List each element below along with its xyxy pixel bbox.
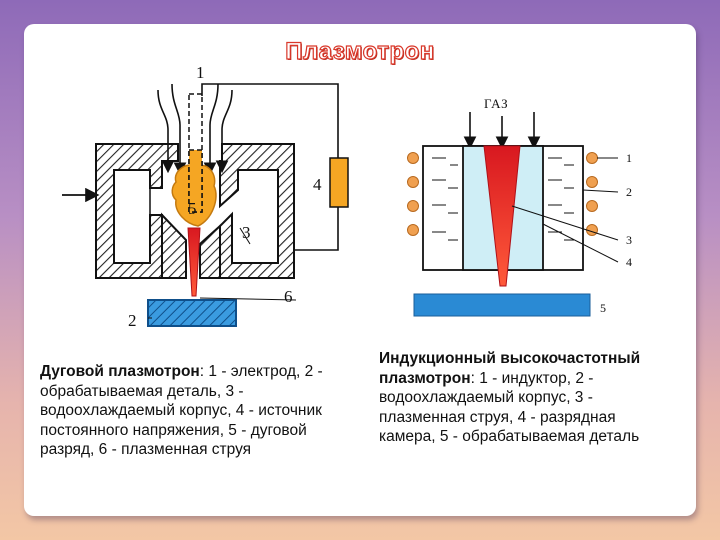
arc-workpiece xyxy=(147,299,237,327)
induction-gas-arrows xyxy=(463,112,541,150)
induction-label-5: 5 xyxy=(600,301,606,315)
arc-gas-flow-arrows xyxy=(157,83,233,176)
arc-power-circuit xyxy=(201,83,339,251)
arc-label-2: 2 xyxy=(128,311,137,330)
induction-plasmatron-diagram: ГАЗ xyxy=(407,96,632,317)
induction-label-1: 1 xyxy=(626,151,632,165)
arc-label-1: 1 xyxy=(196,63,205,82)
arc-nozzle-left xyxy=(161,212,187,279)
arc-nozzle-right xyxy=(199,223,221,279)
arc-plasmatron-caption: Дуговой плазмотрон: 1 - электрод, 2 - об… xyxy=(40,362,360,460)
induction-plasmatron-caption: Индукционный высокочастотный плазмотрон:… xyxy=(379,349,659,447)
arc-label-3: 3 xyxy=(242,223,251,242)
induction-coil xyxy=(407,152,598,236)
induction-caption-title: Индукционный высокочастотный плазмотрон xyxy=(379,350,641,387)
arc-power-source xyxy=(329,157,349,208)
arc-plasmatron-diagram: 1 2 3 4 5 6 xyxy=(62,63,349,330)
induction-plasma-jet xyxy=(483,145,521,287)
arc-label-5: 5 xyxy=(188,199,197,218)
induction-caption-body: : 1 - индуктор, 2 - водоохлаждаемый корп… xyxy=(379,369,640,446)
induction-gas-label: ГАЗ xyxy=(484,96,509,111)
arc-label-6: 6 xyxy=(284,287,293,306)
induction-workpiece xyxy=(413,293,591,317)
arc-housing-right xyxy=(219,143,295,279)
arc-label-4: 4 xyxy=(313,175,322,194)
arc-caption-body: : 1 - электрод, 2 - обрабатываемая детал… xyxy=(40,363,323,458)
induction-leader-lines xyxy=(511,157,619,263)
induction-cooling-marks xyxy=(432,157,574,241)
induction-label-4: 4 xyxy=(626,255,632,269)
arc-plasma-jet xyxy=(187,227,201,297)
induction-label-3: 3 xyxy=(626,233,632,247)
induction-label-2: 2 xyxy=(626,185,632,199)
arc-caption-title: Дуговой плазмотрон xyxy=(40,363,200,380)
slide-title: Плазмотрон xyxy=(285,37,435,65)
